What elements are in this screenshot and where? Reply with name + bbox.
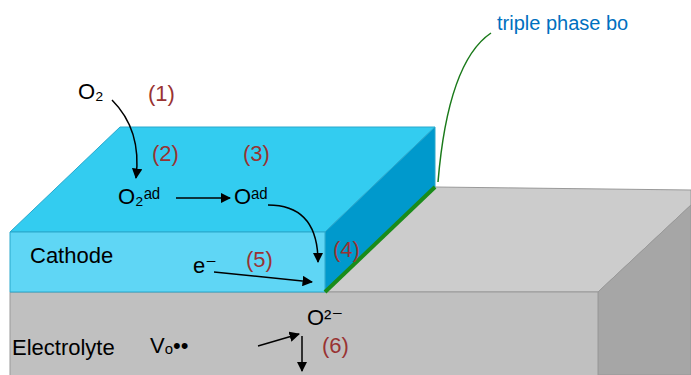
triple-phase-boundary-line [325,187,435,292]
species-label: Oᵃᵈ [234,185,268,209]
cathode-layer: Cathode [10,232,325,292]
boundary-label: triple phase bo [497,12,628,34]
layer-name: Cathode [30,244,113,268]
electrolyte-front-face [10,292,598,375]
dissociation-arrow [176,197,230,199]
electrolyte-layer: Electrolyte [10,292,250,375]
electrolyte-side-face [598,205,691,375]
callout-number: (4) [333,238,360,262]
callout-number: (1) [148,82,175,106]
vacancy-arrow [258,334,299,346]
layer-name: Electrolyte [12,336,115,360]
callout-number: (6) [322,334,349,358]
diffusion-arrow [268,205,318,262]
callout-number: (2) [152,142,179,166]
callout-number: (5) [246,248,273,272]
leader-line [438,33,491,182]
electron-arrow [214,272,312,282]
species-label: O²⁻ [307,306,343,330]
species-label: e⁻ [193,254,217,278]
cathode-side-face [325,127,435,292]
adsorption-arrow [112,100,137,178]
cathode-front-face [10,232,325,292]
species-label: O₂ᵃᵈ [118,185,160,209]
ion-transport-arrow [301,336,303,371]
species-label: O₂ [78,80,104,104]
species-label: Vₒ•• [150,334,188,358]
callout-number: (3) [243,142,270,166]
